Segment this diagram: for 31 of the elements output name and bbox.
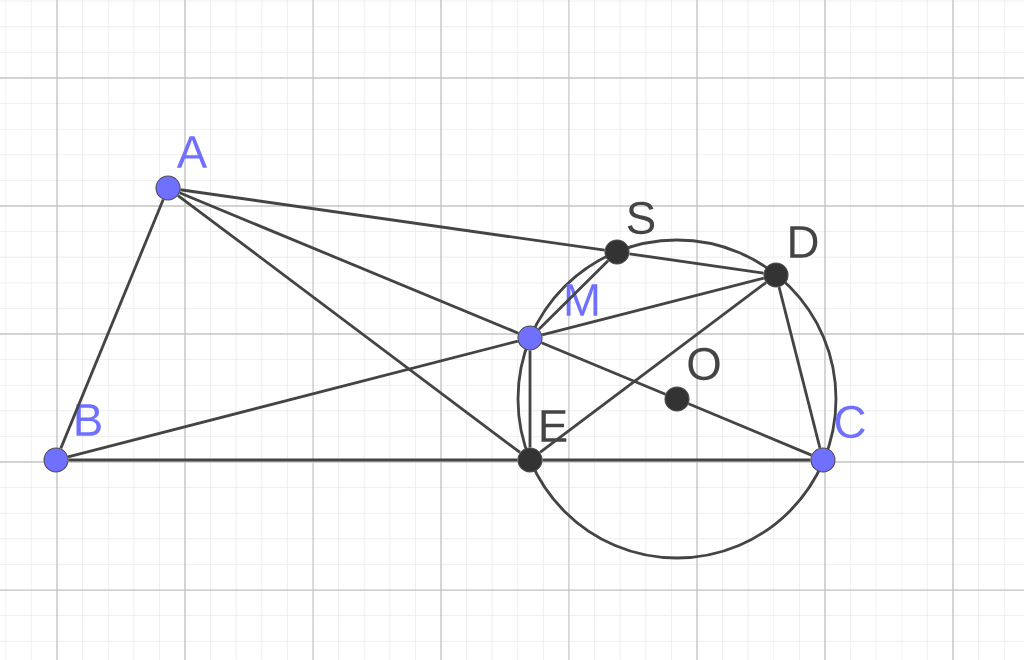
- point: [604, 239, 630, 265]
- segment: [68, 458, 518, 462]
- segment: [688, 402, 812, 457]
- segment: [59, 199, 165, 449]
- point: [155, 175, 181, 201]
- point-label: E: [541, 410, 567, 442]
- segment: [539, 281, 767, 454]
- point-label: A: [176, 136, 208, 168]
- point-label: C: [835, 405, 865, 439]
- segment: [541, 341, 666, 396]
- point: [43, 447, 69, 473]
- point: [763, 262, 789, 288]
- segment: [537, 259, 610, 331]
- segment: [528, 350, 532, 448]
- point-label: M: [566, 284, 598, 316]
- point: [517, 447, 543, 473]
- point-label: S: [627, 201, 655, 235]
- segment: [180, 188, 605, 252]
- segment: [67, 339, 519, 459]
- segment: [177, 194, 521, 454]
- point: [810, 447, 836, 473]
- point: [664, 386, 690, 412]
- point-label: B: [76, 404, 101, 436]
- segment: [629, 252, 764, 275]
- point-label: O: [688, 347, 720, 381]
- segment: [179, 191, 519, 335]
- segment: [542, 458, 811, 462]
- point: [517, 325, 543, 351]
- segment: [541, 276, 765, 337]
- point-label: D: [790, 226, 818, 258]
- segment: [777, 286, 822, 449]
